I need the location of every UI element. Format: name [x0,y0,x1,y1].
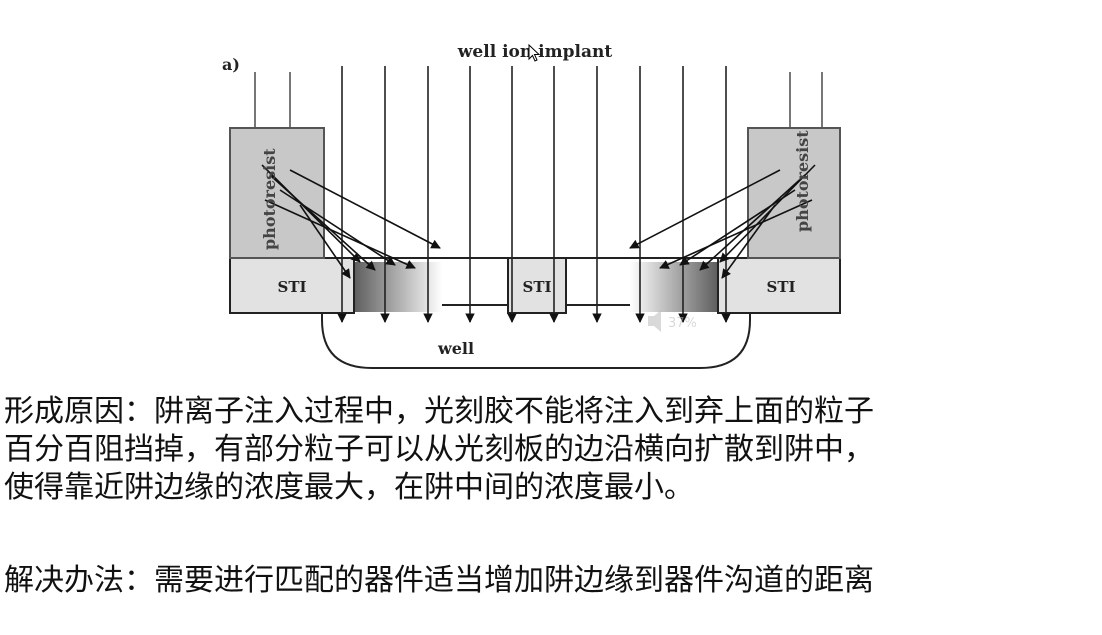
scattered-ion [269,174,376,271]
panel-label: a) [222,55,240,74]
sti-center-block [507,257,567,314]
scattered-ion [279,189,396,266]
solution-paragraph: 解决办法：需要进行匹配的器件适当增加阱边缘到器件沟道的距离 [4,563,874,598]
cause-paragraph: 形成原因：阱离子注入过程中，光刻胶不能将注入到弃上面的粒子 百分百阻挡掉，有部分… [4,393,874,507]
speaker-icon [648,310,661,332]
cause-line: 形成原因：阱离子注入过程中，光刻胶不能将注入到弃上面的粒子 [4,394,874,429]
cause-line: 百分百阻挡掉，有部分粒子可以从光刻板的边沿横向扩散到阱中， [4,432,874,467]
volume-percent: 37% [668,316,697,331]
scattered-ion [299,204,351,279]
sti-left-block [229,257,355,314]
scattered-ion [289,169,441,249]
well-region [321,304,751,369]
scattered-ion [629,169,781,249]
photoresist-left-block [229,127,325,259]
scattered-ion [261,164,361,263]
right-edge-dopant-gradient [630,262,720,312]
implant-beams [254,66,823,323]
photoresist-right-label: photoresist [793,130,812,232]
photoresist-right-block [747,127,841,259]
scattered-ion [699,174,806,271]
sti-left-label: STI [277,278,306,296]
well-proximity-effect-diagram: a) well ion implant photoresist photores… [222,42,841,369]
scattered-ion [721,204,776,279]
sti-center-label: STI [522,278,551,296]
scattered-ion [264,199,416,269]
volume-overlay: 37% [648,310,697,332]
scattered-ion-arrows [261,164,816,279]
scattered-ion [659,199,813,269]
scattered-ion [679,189,796,266]
cause-line: 使得靠近阱边缘的浓度最大，在阱中间的浓度最小。 [4,470,694,505]
well-label: well [437,339,474,358]
mouse-cursor-icon [528,44,540,62]
photoresist-left-label: photoresist [260,148,279,250]
sti-right-label: STI [766,278,795,296]
